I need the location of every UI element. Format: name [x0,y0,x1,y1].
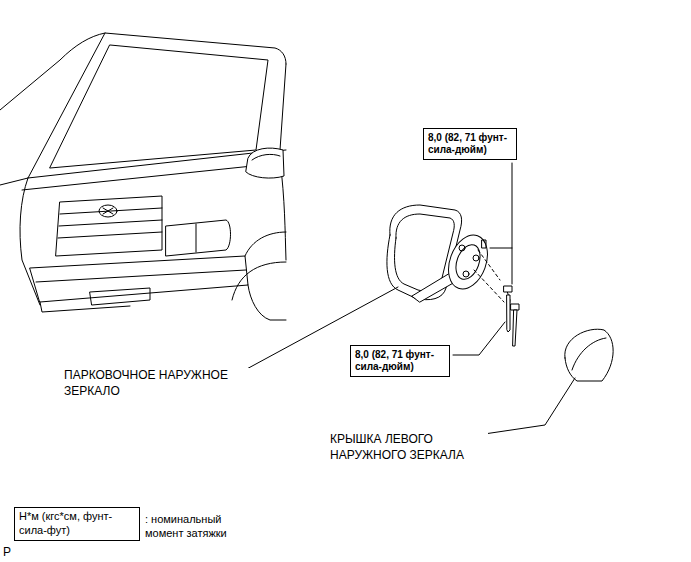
torque-legend-box: Н*м (кгс*см, фунт-сила-фут) [14,507,140,541]
torque-value: 8,0 (82, 71 фунт-сила-дюйм) [428,132,512,156]
mirror-cover [565,329,613,381]
part-name: ПАРКОВОЧНОЕ НАРУЖНОЕ ЗЕРКАЛО [64,368,250,399]
torque-box: 8,0 (82, 71 фунт-сила-дюйм) [423,128,517,160]
part-name: КРЫШКА ЛЕВОГО НАРУЖНОГО ЗЕРКАЛА [330,432,488,463]
screw [511,304,519,346]
torque-value: Н*м (кгс*см, фунт-сила-фут) [19,510,135,538]
torque-box: 8,0 (82, 71 фунт-сила-дюйм) [350,345,450,377]
leader-lines [232,163,575,441]
torque-value: 8,0 (82, 71 фунт-сила-дюйм) [355,349,445,373]
legend-text: : номинальный момент затяжки [145,512,257,541]
figure-code: P [3,545,23,561]
van-illustration [0,33,286,320]
